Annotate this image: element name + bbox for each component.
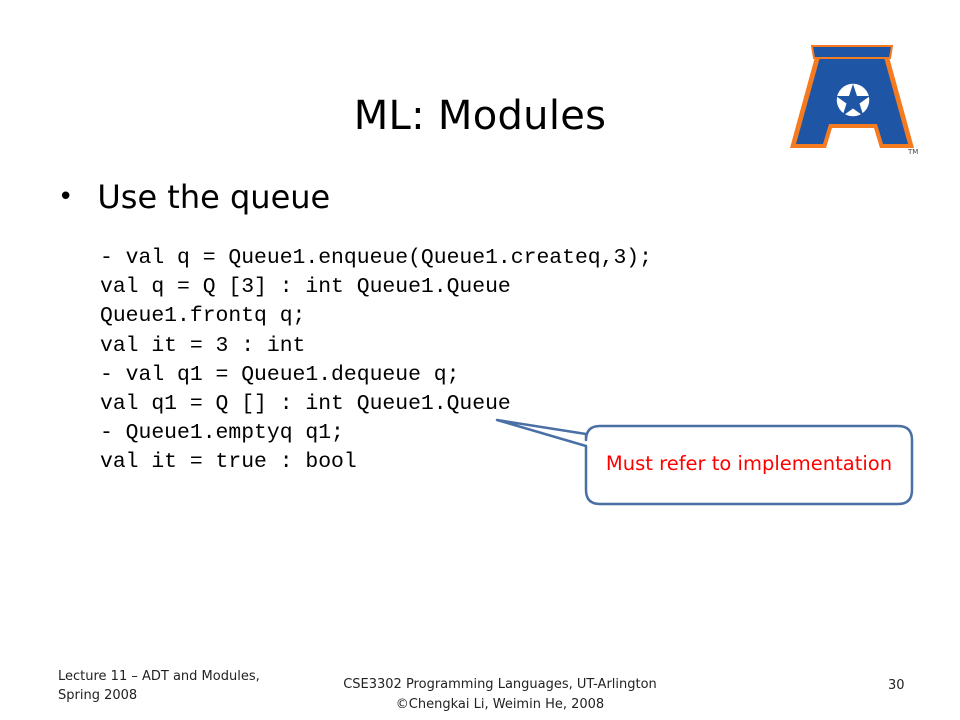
uta-logo-icon: TM <box>790 45 918 156</box>
footer-lecture-line1: Lecture 11 – ADT and Modules, <box>58 669 260 684</box>
callout-text: Must refer to implementation <box>605 452 893 475</box>
code-line: - Queue1.emptyq q1; <box>100 421 344 446</box>
bullet-dot-icon: • <box>58 182 74 212</box>
slide-title: ML: Modules <box>353 92 607 139</box>
footer-course-line1: CSE3302 Programming Languages, UT-Arling… <box>343 677 657 692</box>
code-line: val it = 3 : int <box>100 333 306 358</box>
bullet-item: • Use the queue <box>58 178 330 216</box>
code-line: Queue1.frontq q; <box>100 304 306 329</box>
bullet-text: Use the queue <box>97 178 331 216</box>
code-line: - val q = Queue1.enqueue(Queue1.createq,… <box>100 246 652 270</box>
footer-course: CSE3302 Programming Languages, UT-Arling… <box>300 675 700 715</box>
code-line: val it = true : bool <box>100 450 357 475</box>
code-line: - val q1 = Queue1.dequeue q; <box>100 362 460 387</box>
page-number: 30 <box>888 678 905 693</box>
footer-lecture-line2: Spring 2008 <box>58 688 138 703</box>
code-line: val q = Q [3] : int Queue1.Queue <box>100 275 511 300</box>
code-block: - val q = Queue1.enqueue(Queue1.createq,… <box>100 244 652 478</box>
trademark-label: TM <box>907 148 918 156</box>
footer-lecture: Lecture 11 – ADT and Modules, Spring 200… <box>58 667 260 705</box>
code-line: val q1 = Q [] : int Queue1.Queue <box>100 392 511 417</box>
footer-course-line2: ©Chengkai Li, Weimin He, 2008 <box>395 697 605 712</box>
